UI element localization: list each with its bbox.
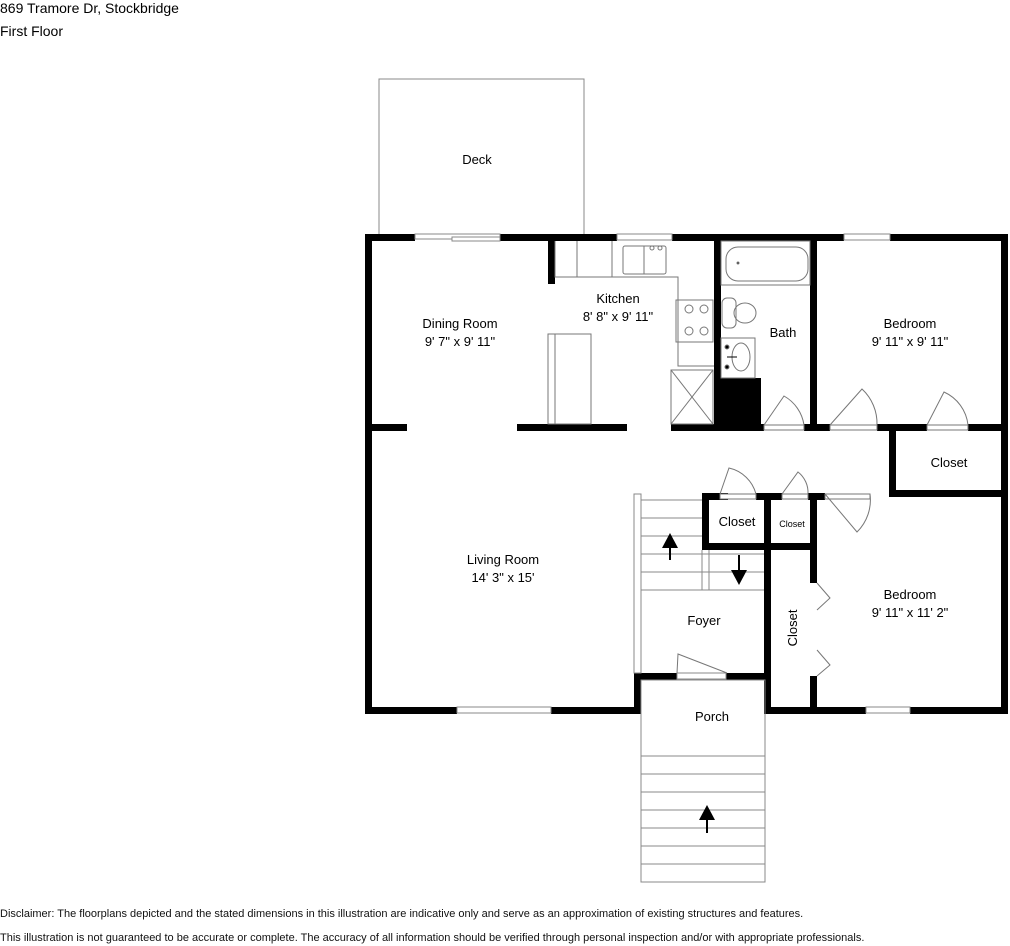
floor-label: First Floor xyxy=(0,23,63,39)
room-label-closet-hall: Closet xyxy=(931,455,968,470)
disclaimer-line-1: Disclaimer: The floorplans depicted and … xyxy=(0,908,804,920)
stairs-down-arrow-icon xyxy=(731,555,747,585)
room-label-dining-room: Dining Room xyxy=(422,316,497,331)
property-address: 869 Tramore Dr, Stockbridge xyxy=(0,0,179,16)
room-dims-bedroom-1: 9' 11" x 9' 11" xyxy=(872,334,949,349)
room-label-closet-small-2: Closet xyxy=(779,519,805,529)
bath-fixtures xyxy=(720,240,811,379)
room-label-bedroom-2: Bedroom xyxy=(884,587,937,602)
room-label-bath: Bath xyxy=(770,325,797,340)
room-dims-kitchen: 8' 8" x 9' 11" xyxy=(583,309,654,324)
windows xyxy=(414,233,911,714)
kitchen-fixtures xyxy=(547,241,714,425)
room-label-kitchen: Kitchen xyxy=(596,291,639,306)
disclaimer-line-2: This illustration is not guaranteed to b… xyxy=(0,932,865,944)
room-dims-bedroom-2: 9' 11" x 11' 2" xyxy=(872,605,949,620)
room-dims-dining-room: 9' 7" x 9' 11" xyxy=(425,334,496,349)
room-label-living-room: Living Room xyxy=(467,552,539,567)
porch-steps xyxy=(640,679,766,883)
room-label-deck: Deck xyxy=(462,152,492,167)
stairs-up-arrow-icon xyxy=(662,533,678,560)
room-label-closet-vertical: Closet xyxy=(785,609,800,646)
room-label-closet-small-1: Closet xyxy=(719,514,756,529)
room-label-foyer: Foyer xyxy=(687,613,721,628)
room-label-porch: Porch xyxy=(695,709,729,724)
doors xyxy=(676,388,969,677)
room-dims-living-room: 14' 3" x 15' xyxy=(471,570,534,585)
room-label-bedroom-1: Bedroom xyxy=(884,316,937,331)
interior-walls xyxy=(365,234,1008,714)
porch-steps-up-arrow-icon xyxy=(699,805,715,833)
